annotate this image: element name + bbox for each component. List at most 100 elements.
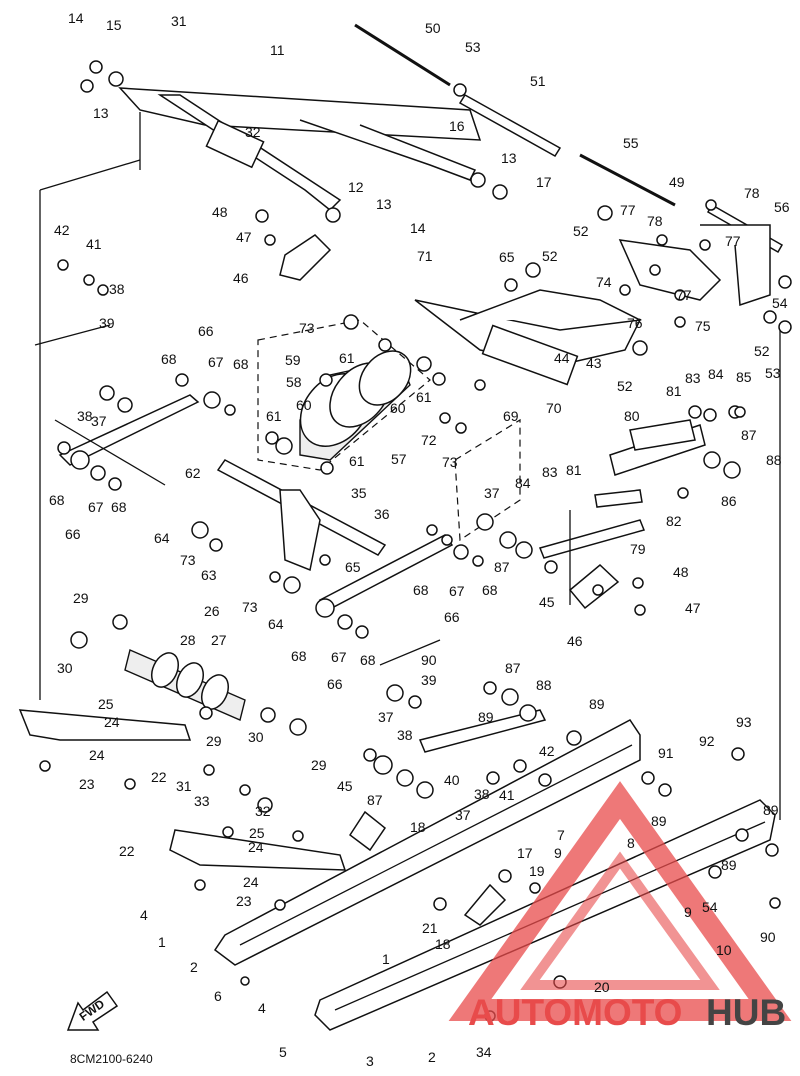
callout-92: 92 (699, 733, 715, 749)
callout-57: 57 (391, 451, 407, 467)
callout-68: 68 (413, 582, 429, 598)
callout-73: 73 (442, 454, 458, 470)
callout-87: 87 (494, 559, 510, 575)
callout-14: 14 (68, 10, 84, 26)
callout-43: 43 (586, 355, 602, 371)
callout-65: 65 (499, 249, 515, 265)
callout-68: 68 (291, 648, 307, 664)
callout-63: 63 (201, 567, 217, 583)
callout-91: 91 (658, 745, 674, 761)
callout-89: 89 (651, 813, 667, 829)
callout-76: 76 (627, 315, 643, 331)
callout-46: 46 (233, 270, 249, 286)
callout-67: 67 (208, 354, 224, 370)
callout-30: 30 (248, 729, 264, 745)
callout-67: 67 (331, 649, 347, 665)
callout-88: 88 (536, 677, 552, 693)
callout-14: 14 (410, 220, 426, 236)
callout-68: 68 (111, 499, 127, 515)
callout-3: 3 (366, 1053, 374, 1069)
callout-82: 82 (666, 513, 682, 529)
callout-52: 52 (542, 248, 558, 264)
callout-42: 42 (54, 222, 70, 238)
callout-24: 24 (104, 714, 120, 730)
callout-52: 52 (617, 378, 633, 394)
front-link-rods (58, 394, 547, 753)
callout-24: 24 (248, 839, 264, 855)
callout-29: 29 (73, 590, 89, 606)
watermark-right: HUB (706, 992, 786, 1033)
callout-78: 78 (744, 185, 760, 201)
callout-25: 25 (249, 825, 265, 841)
callout-4: 4 (140, 907, 148, 923)
callout-61: 61 (349, 453, 365, 469)
callout-70: 70 (546, 400, 562, 416)
callout-2: 2 (428, 1049, 436, 1065)
callout-10: 10 (716, 942, 732, 958)
callout-39: 39 (99, 315, 115, 331)
callout-22: 22 (119, 843, 135, 859)
callout-66: 66 (198, 323, 214, 339)
callout-89: 89 (478, 709, 494, 725)
callout-73: 73 (242, 599, 258, 615)
callout-12: 12 (348, 179, 364, 195)
hardware-icons (39, 60, 792, 1022)
callout-66: 66 (65, 526, 81, 542)
callout-29: 29 (311, 757, 327, 773)
callout-81: 81 (566, 462, 582, 478)
callout-38: 38 (109, 281, 125, 297)
callout-89: 89 (763, 802, 779, 818)
callout-48: 48 (673, 564, 689, 580)
callout-90: 90 (760, 929, 776, 945)
callout-35: 35 (351, 485, 367, 501)
callout-42: 42 (539, 743, 555, 759)
callout-34: 34 (476, 1044, 492, 1060)
callout-86: 86 (721, 493, 737, 509)
callout-55: 55 (623, 135, 639, 151)
callout-89: 89 (721, 857, 737, 873)
callout-52: 52 (573, 223, 589, 239)
callout-45: 45 (337, 778, 353, 794)
callout-1: 1 (382, 951, 390, 967)
callout-17: 17 (517, 845, 533, 861)
callout-53: 53 (465, 39, 481, 55)
callout-54: 54 (772, 295, 788, 311)
callout-22: 22 (151, 769, 167, 785)
callout-41: 41 (499, 787, 515, 803)
callout-29: 29 (206, 733, 222, 749)
callout-39: 39 (421, 672, 437, 688)
callout-52: 52 (754, 343, 770, 359)
callout-37: 37 (455, 807, 471, 823)
callout-67: 67 (449, 583, 465, 599)
callout-4: 4 (258, 1000, 266, 1016)
callout-31: 31 (176, 778, 192, 794)
callout-69: 69 (503, 408, 519, 424)
callout-83: 83 (542, 464, 558, 480)
callout-83: 83 (685, 370, 701, 386)
callout-66: 66 (327, 676, 343, 692)
callout-71: 71 (417, 248, 433, 264)
callout-66: 66 (444, 609, 460, 625)
callout-62: 62 (185, 465, 201, 481)
callout-84: 84 (515, 475, 531, 491)
watermark-left: AUTOMOTO (468, 992, 682, 1033)
callout-38: 38 (397, 727, 413, 743)
callout-89: 89 (589, 696, 605, 712)
callout-61: 61 (339, 350, 355, 366)
callout-87: 87 (741, 427, 757, 443)
rear-arm-43 (414, 289, 642, 386)
callout-21: 21 (422, 920, 438, 936)
callout-67: 67 (88, 499, 104, 515)
callout-36: 36 (374, 506, 390, 522)
callout-20: 20 (594, 979, 610, 995)
callout-13: 13 (376, 196, 392, 212)
watermark: AUTOMOTO HUB (448, 781, 792, 1033)
callout-2: 2 (190, 959, 198, 975)
callout-24: 24 (89, 747, 105, 763)
callout-68: 68 (161, 351, 177, 367)
callout-23: 23 (79, 776, 95, 792)
callout-64: 64 (154, 530, 170, 546)
callout-37: 37 (484, 485, 500, 501)
callout-5: 5 (279, 1044, 287, 1060)
